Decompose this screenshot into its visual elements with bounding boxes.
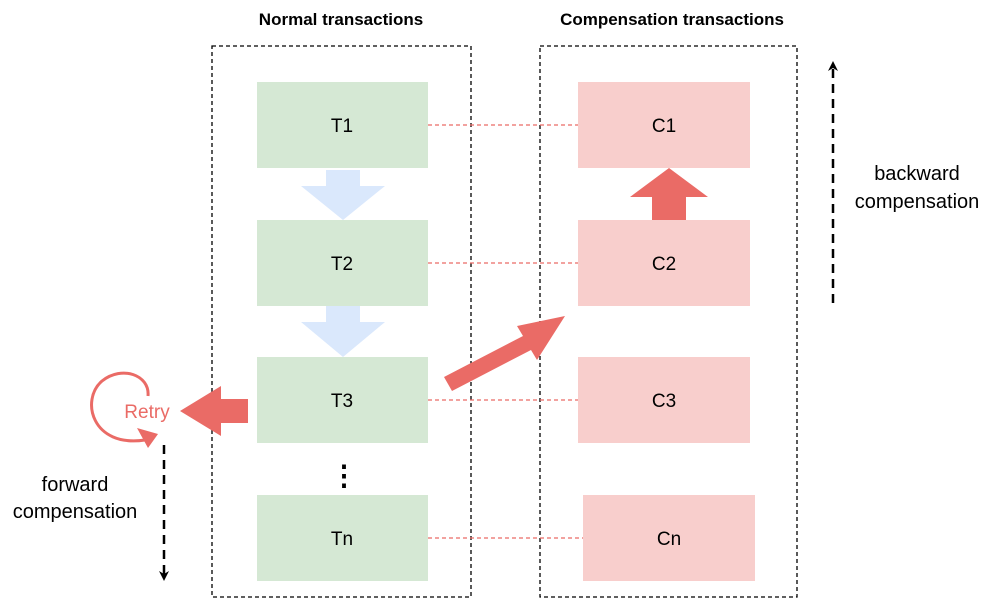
compensation-transactions-header: Compensation transactions (560, 10, 784, 29)
retry-arrow (180, 386, 248, 436)
compensation-box-c1[interactable] (578, 82, 750, 168)
link-lines (428, 124, 583, 539)
compensation-box-cn[interactable] (583, 495, 755, 581)
retry-loop-arrowhead (137, 428, 158, 448)
compensation-box-c2[interactable] (578, 220, 750, 306)
compensation-start-arrow (444, 316, 565, 391)
compensation-label-c2: C2 (652, 254, 676, 275)
flow-arrow-t1-t2 (301, 170, 385, 220)
normal-transactions-group (211, 45, 472, 598)
transaction-label-t2: T2 (331, 254, 353, 275)
backward-arrow-c2-c1 (630, 168, 708, 220)
retry-loop-icon (90, 371, 150, 443)
compensation-box-c3[interactable] (578, 357, 750, 443)
transaction-box-t3[interactable] (257, 357, 428, 443)
backward-label-line-2: compensation (855, 191, 980, 213)
transaction-box-t1[interactable] (257, 82, 428, 168)
forward-label-line-2: compensation (13, 501, 138, 523)
transaction-label-t1: T1 (331, 116, 353, 137)
flow-arrow-t2-t3 (301, 306, 385, 357)
retry-label: Retry (124, 402, 170, 423)
transaction-label-t3: T3 (331, 391, 353, 412)
transaction-box-tn[interactable] (257, 495, 428, 581)
ellipsis: ⋮ (330, 460, 358, 491)
compensation-label-cn: Cn (657, 529, 681, 550)
transaction-label-tn: Tn (331, 529, 353, 550)
compensation-label-c1: C1 (652, 116, 676, 137)
normal-transactions-header: Normal transactions (259, 10, 423, 29)
backward-label-line-1: backward (874, 163, 960, 185)
compensation-label-c3: C3 (652, 391, 676, 412)
transaction-box-t2[interactable] (257, 220, 428, 306)
forward-label-line-1: forward (42, 474, 109, 496)
